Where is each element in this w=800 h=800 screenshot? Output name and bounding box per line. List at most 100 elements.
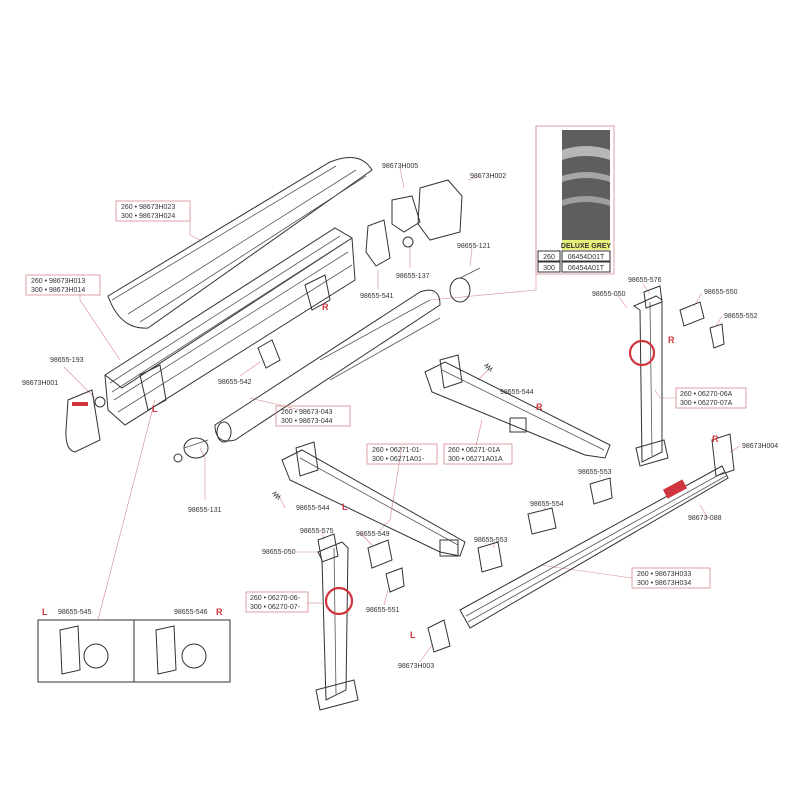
svg-text:98655-551: 98655-551 [366,607,400,614]
part-label: 98655-131 [188,507,222,514]
part-label: 98655-554 [530,501,564,508]
leader-line [467,175,481,181]
right-side-marker: R [668,335,675,345]
svg-text:98673H002: 98673H002 [470,173,506,180]
part-label: 98655-576 [628,277,662,284]
leader-line [616,293,628,309]
part-label: 98655-544 [296,505,330,512]
highlight-circles [324,339,656,616]
part-label: 98655-542 [218,379,252,386]
svg-text:98655-542: 98655-542 [218,379,252,386]
svg-text:98655-193: 98655-193 [50,357,84,364]
left-side-marker: L [42,607,48,617]
svg-text:98655-544: 98655-544 [500,389,534,396]
leader-line [419,644,433,663]
svg-text:98655-553: 98655-553 [474,537,508,544]
right-arm-part [424,354,611,459]
svg-text:300 • 98673H034: 300 • 98673H034 [637,580,691,587]
swatch-size-260: 260 [543,254,555,261]
leader-line [383,589,389,606]
svg-text:98655-553: 98655-553 [578,469,612,476]
part-labels: 260 • 98673H023 300 • 98673H024 260 • 98… [22,163,778,670]
side-markers: L R R L R R L L R [42,302,719,640]
svg-text:98673H004: 98673H004 [742,443,778,450]
gear-unit-left-part [173,437,209,463]
part-label: 98655-193 [50,357,84,364]
part-label: 98655-544 [500,389,534,396]
leader-line [199,447,206,500]
part-label: 98655-137 [396,273,430,280]
part-label: 98673-088 [688,515,722,522]
left-side-marker: L [152,404,158,414]
part-label: 98655-050 [592,291,626,298]
part-label: 98655-549 [356,531,390,538]
part-label: 98655-545 [58,609,92,616]
leader-line [249,397,301,411]
svg-text:98655-546: 98655-546 [174,609,208,616]
right-side-marker: R [322,302,329,312]
highlight-circle-right-leg [628,339,656,367]
right-side-marker: R [536,402,543,412]
svg-text:98673-088: 98673-088 [688,515,722,522]
part-label: 260 • 06270-06A 300 • 06270-07A [675,387,747,409]
svg-text:98655-550: 98655-550 [704,289,738,296]
part-label: 98655-575 [300,528,334,535]
part-label: 98655-551 [366,607,400,614]
part-label: 98655-553 [578,469,612,476]
svg-text:98655-121: 98655-121 [457,243,491,250]
part-label: 98655-050 [262,549,296,556]
part-label: 98655-553 [474,537,508,544]
left-end-cap-part [65,389,106,453]
svg-text:300 • 06270-07A: 300 • 06270-07A [680,400,733,407]
right-side-marker: R [216,607,223,617]
left-side-marker: L [410,630,416,640]
cassette-housing-part [104,227,356,426]
svg-text:98673H005: 98673H005 [382,163,418,170]
leader-line [239,361,261,377]
svg-text:300 • 06270-07-: 300 • 06270-07- [250,604,301,611]
svg-text:300 • 98673H014: 300 • 98673H014 [31,287,85,294]
svg-text:300 • 98673-044: 300 • 98673-044 [281,418,333,425]
part-label: 260 • 98673-043 300 • 98673-044 [275,405,351,427]
highlight-circle-left-leg [324,586,354,616]
rail-brackets-part [477,477,613,573]
leader-line [189,219,201,241]
svg-text:260 • 98673H033: 260 • 98673H033 [637,571,691,578]
leader-line [477,369,489,381]
left-support-leg-part [315,533,405,711]
svg-text:260 • 06271-01A: 260 • 06271-01A [448,447,501,454]
detail-box-right [133,619,231,683]
leader-line [469,247,473,267]
part-label: 260 • 06271-01- 300 • 06271A01- [366,443,438,465]
leader-line [429,126,537,301]
part-label: 98655-541 [360,293,394,300]
svg-text:260 • 98673H013: 260 • 98673H013 [31,278,85,285]
leader-line [79,293,121,361]
right-support-leg-part [632,285,725,467]
part-label: 98655-552 [724,313,758,320]
svg-text:98673H001: 98673H001 [22,380,58,387]
swatch-code-260: 06454D01T [568,254,605,261]
bracket-542-part [257,339,281,369]
leader-line [475,419,483,447]
spring-parts [271,363,493,501]
leader-line [359,532,373,546]
svg-text:98655-050: 98655-050 [592,291,626,298]
svg-text:98655-552: 98655-552 [724,313,758,320]
leader-line [539,564,633,579]
roller-tube-part [214,289,441,443]
part-label: 260 • 98673H013 300 • 98673H014 [25,274,101,296]
left-arm-part [281,441,466,557]
leader-line [379,445,403,531]
swatch-size-300: 300 [543,265,555,272]
part-label: 98673H003 [398,663,434,670]
part-label: 98673H004 [742,443,778,450]
svg-text:260 • 98673-043: 260 • 98673-043 [281,409,333,416]
right-side-marker: R [712,434,719,444]
part-label: 260 • 98673H023 300 • 98673H024 [115,200,191,222]
svg-text:300 • 06271A01A: 300 • 06271A01A [448,456,503,463]
part-label: 98655-550 [704,289,738,296]
svg-text:260 • 98673H023: 260 • 98673H023 [121,204,175,211]
